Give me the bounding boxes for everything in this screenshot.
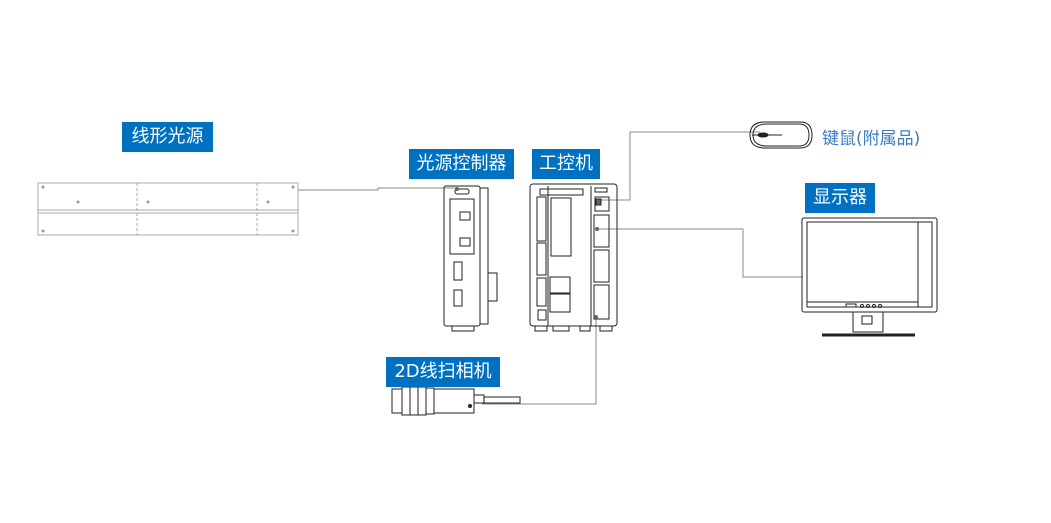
mouse-icon — [749, 121, 813, 149]
label-monitor: 显示器 — [805, 183, 875, 213]
label-light-controller: 光源控制器 — [409, 149, 514, 179]
label-light-source: 线形光源 — [122, 122, 213, 152]
wire-pc-to-mouse — [598, 131, 760, 201]
wire-light-to-controller — [298, 187, 458, 191]
monitor-icon — [801, 217, 938, 337]
label-camera: 2D线扫相机 — [386, 357, 500, 387]
connection-wires — [298, 131, 803, 405]
industrial-pc-icon — [529, 183, 618, 332]
wire-camera-to-pc — [482, 318, 597, 405]
wire-pc-to-monitor — [598, 228, 803, 278]
label-industrial-pc: 工控机 — [532, 149, 600, 179]
label-keyboard-mouse: 键鼠(附属品) — [822, 129, 921, 149]
line-scan-camera-icon — [391, 386, 521, 416]
linear-light-icon — [37, 182, 299, 236]
light-controller-icon — [443, 185, 498, 332]
